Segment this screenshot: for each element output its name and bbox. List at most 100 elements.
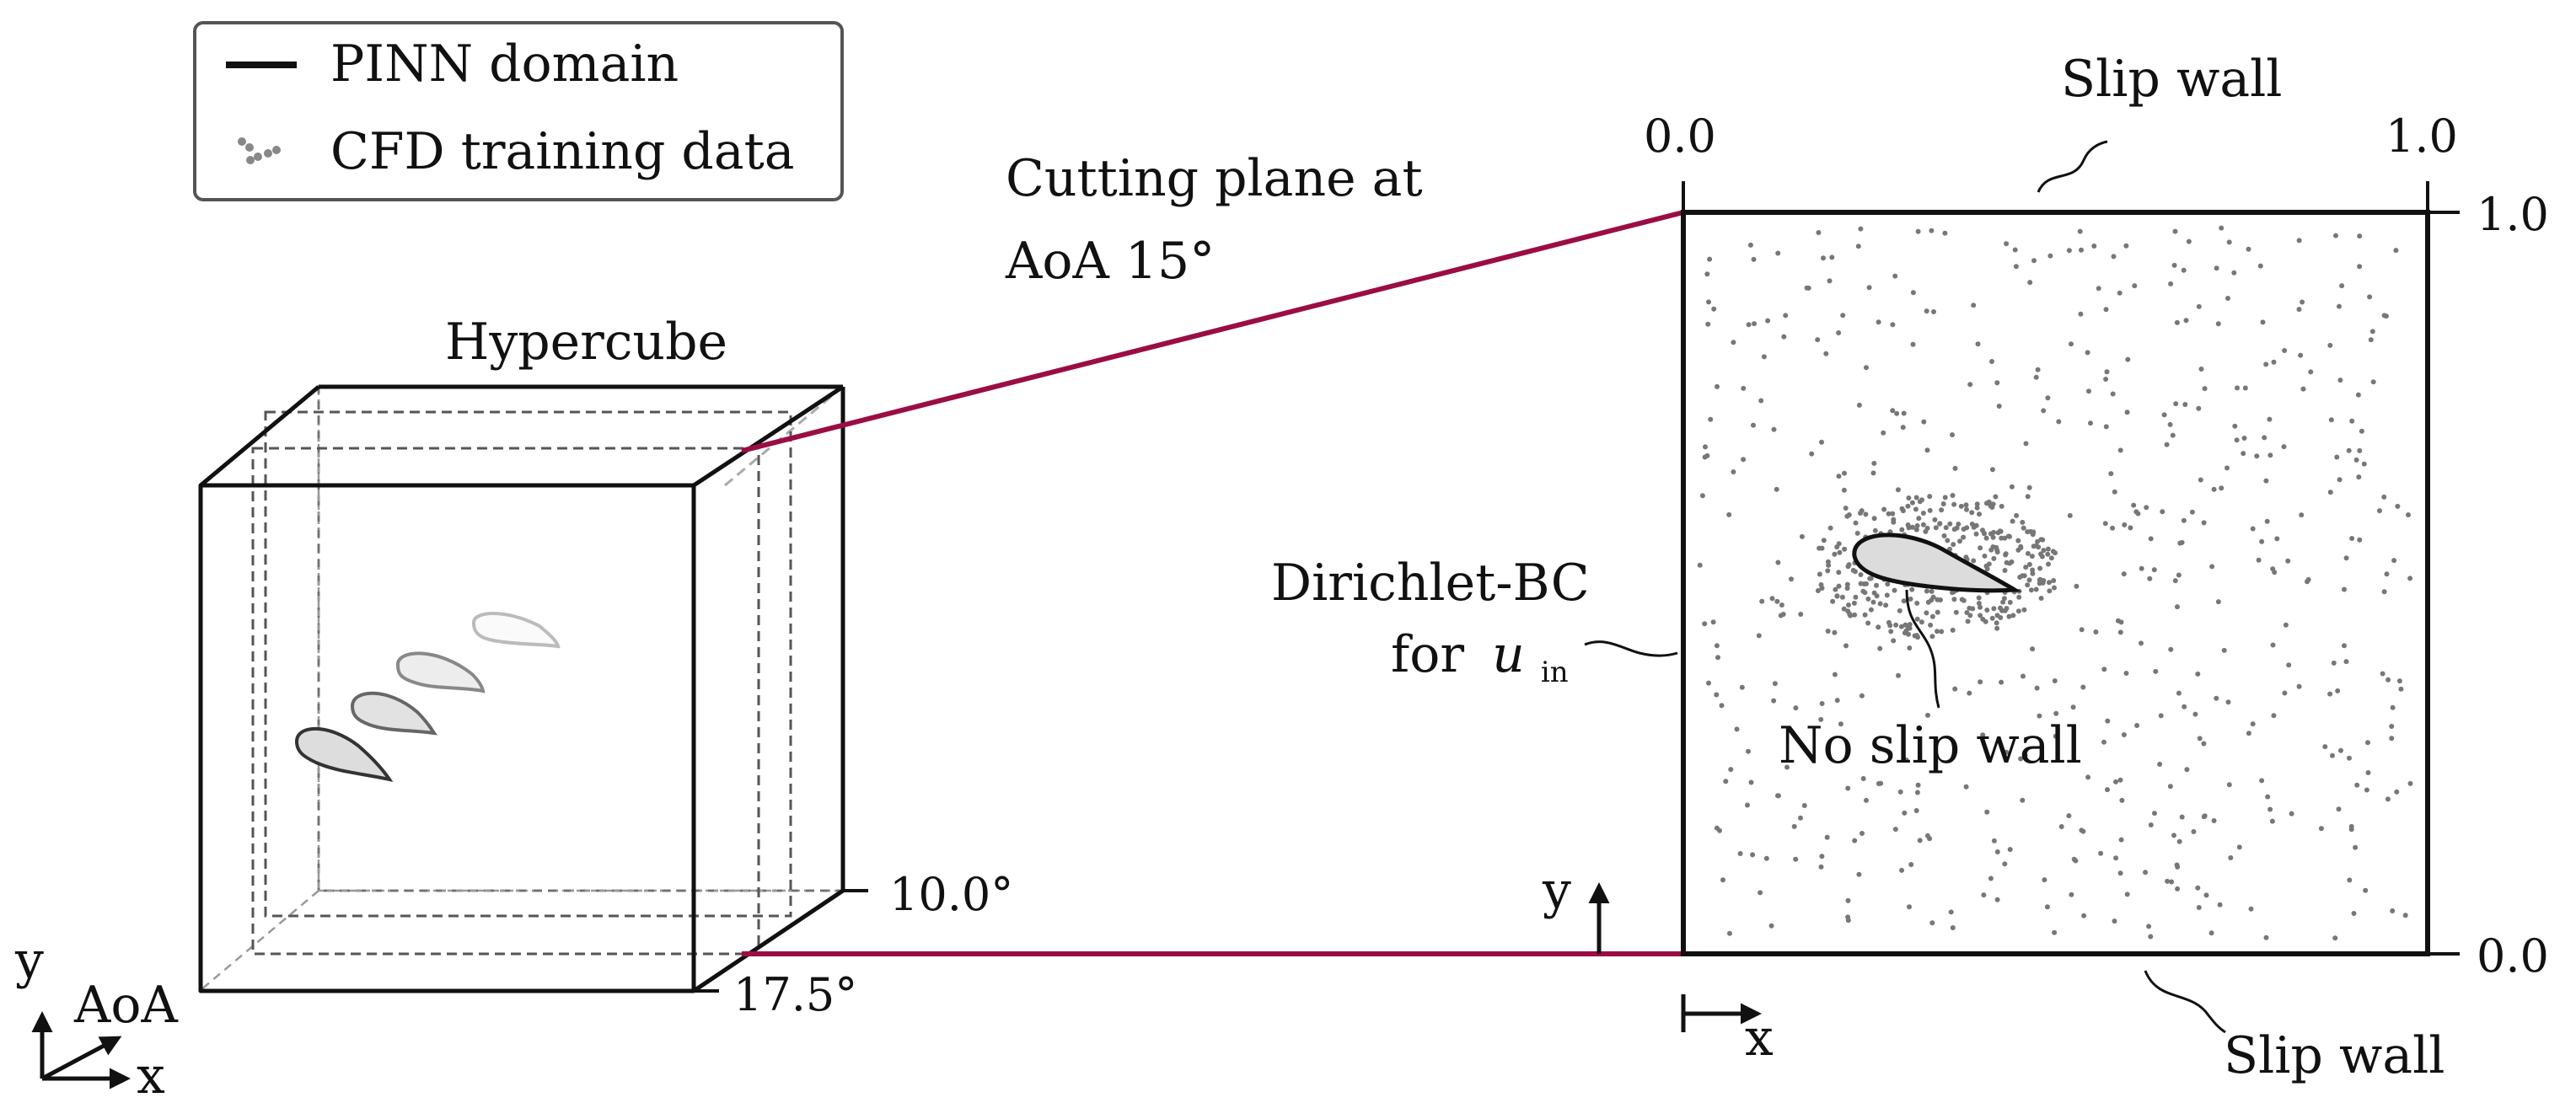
cfd-point [1888, 629, 1894, 634]
cfd-point [1706, 680, 1711, 686]
cfd-point [1752, 321, 1757, 327]
cfd-point [2242, 385, 2248, 391]
cfd-point [2118, 619, 2124, 625]
cfd-point [1892, 273, 1898, 279]
cfd-point [2272, 570, 2278, 576]
cfd-point [2125, 356, 2131, 362]
cfd-point [2191, 829, 2197, 834]
cfd-point [1832, 629, 1838, 635]
cfd-point [2045, 551, 2051, 557]
axis-label-x2d: x [1745, 1009, 1774, 1068]
cfd-point [2047, 588, 2053, 594]
y-tick-label-top: 1.0 [2477, 188, 2549, 241]
cfd-point [2029, 554, 2035, 560]
cfd-point [1832, 672, 1838, 677]
cfd-point [1723, 779, 1729, 784]
cfd-point [2181, 517, 2187, 523]
cfd-point [2056, 419, 2062, 425]
cfd-point [1967, 690, 1972, 696]
cfd-point [2181, 267, 2187, 273]
cfd-point [2351, 911, 2357, 916]
cfd-point [1829, 254, 1835, 260]
legend: PINN domain CFD training data [193, 21, 844, 201]
cfd-point [1832, 551, 1838, 557]
slip-wall-top-leader [2037, 140, 2108, 193]
cfd-point [2337, 303, 2342, 309]
cfd-point [2117, 629, 2123, 635]
cfd-point [1958, 503, 1964, 509]
cfd-point [2390, 704, 2396, 710]
axis-indicator-3d [31, 1011, 131, 1090]
cfd-point [1989, 359, 1994, 364]
cfd-point [1929, 920, 1935, 926]
cfd-point [2203, 892, 2209, 898]
cfd-point [2343, 659, 2349, 665]
cfd-point [2250, 721, 2256, 727]
cfd-point [1751, 256, 1757, 262]
cfd-point [2015, 608, 2021, 614]
cfd-point [1866, 285, 1872, 291]
cfd-point [2085, 774, 2091, 780]
cfd-point [1961, 527, 1967, 532]
cfd-point [1741, 457, 1747, 463]
cfd-point [2385, 677, 2391, 683]
no-slip-wall-leader [1905, 589, 1940, 709]
cfd-point [1748, 779, 1754, 785]
cfd-point [1817, 545, 1822, 551]
cfd-point [2393, 248, 2399, 254]
cfd-point [1864, 365, 1869, 371]
cfd-point [1775, 793, 1780, 799]
cfd-point [1893, 622, 1899, 628]
cfd-point [2305, 579, 2310, 585]
cfd-point [2003, 551, 2009, 557]
cfd-point [1914, 600, 1920, 606]
cfd-point [1865, 620, 1871, 626]
cfd-point [2263, 934, 2269, 940]
hypercube-inner-planes [200, 385, 845, 956]
cfd-point [2286, 662, 2292, 668]
cfd-point [2353, 457, 2359, 463]
inlet-label-sub: in [1541, 656, 1569, 689]
inlet-label-line2: for u in [1391, 625, 1569, 689]
cfd-point [1751, 422, 1756, 428]
cfd-point [2111, 254, 2117, 260]
cfd-point [2038, 537, 2044, 543]
cfd-point [2407, 780, 2413, 786]
cfd-point [2226, 239, 2232, 245]
cfd-point [1840, 313, 1846, 319]
cfd-point [2128, 525, 2133, 531]
cfd-point [1991, 529, 1996, 535]
cfd-point [1758, 890, 1763, 896]
cfd-point [2037, 565, 2043, 571]
cfd-point [2148, 822, 2154, 827]
cfd-point [2030, 646, 2036, 652]
cfd-point [2208, 930, 2214, 936]
cfd-point [2157, 762, 2163, 767]
airfoil-aoa-2 [396, 651, 486, 693]
cfd-point [1931, 309, 1936, 314]
cfd-point [1913, 495, 1919, 501]
cfd-point [2134, 723, 2140, 728]
cfd-point [1731, 340, 1736, 345]
cfd-point [2283, 622, 2289, 628]
cfd-point [2254, 453, 2260, 459]
airfoil-aoa-1 [472, 612, 561, 649]
cfd-point [1775, 560, 1781, 565]
cfd-point [1932, 517, 1938, 522]
axis-arrow-x2d [1681, 994, 1762, 1032]
hypercube-visible-edges [198, 384, 845, 993]
cfd-point [2069, 892, 2074, 897]
cfd-point [2113, 855, 2119, 861]
slip-wall-bottom-label: Slip wall [2224, 1026, 2445, 1085]
cfd-point [2027, 280, 2033, 286]
cfd-point [2263, 478, 2269, 484]
cfd-point [2026, 561, 2032, 567]
cfd-point [2010, 518, 2015, 524]
cutting-plane-lines [741, 210, 1684, 956]
cfd-point [2346, 447, 2352, 453]
cfd-point [1877, 601, 1883, 607]
cfd-point [2093, 629, 2099, 634]
cfd-point [2369, 329, 2375, 335]
cfd-point [1956, 522, 1962, 527]
cfd-point [2201, 520, 2207, 526]
